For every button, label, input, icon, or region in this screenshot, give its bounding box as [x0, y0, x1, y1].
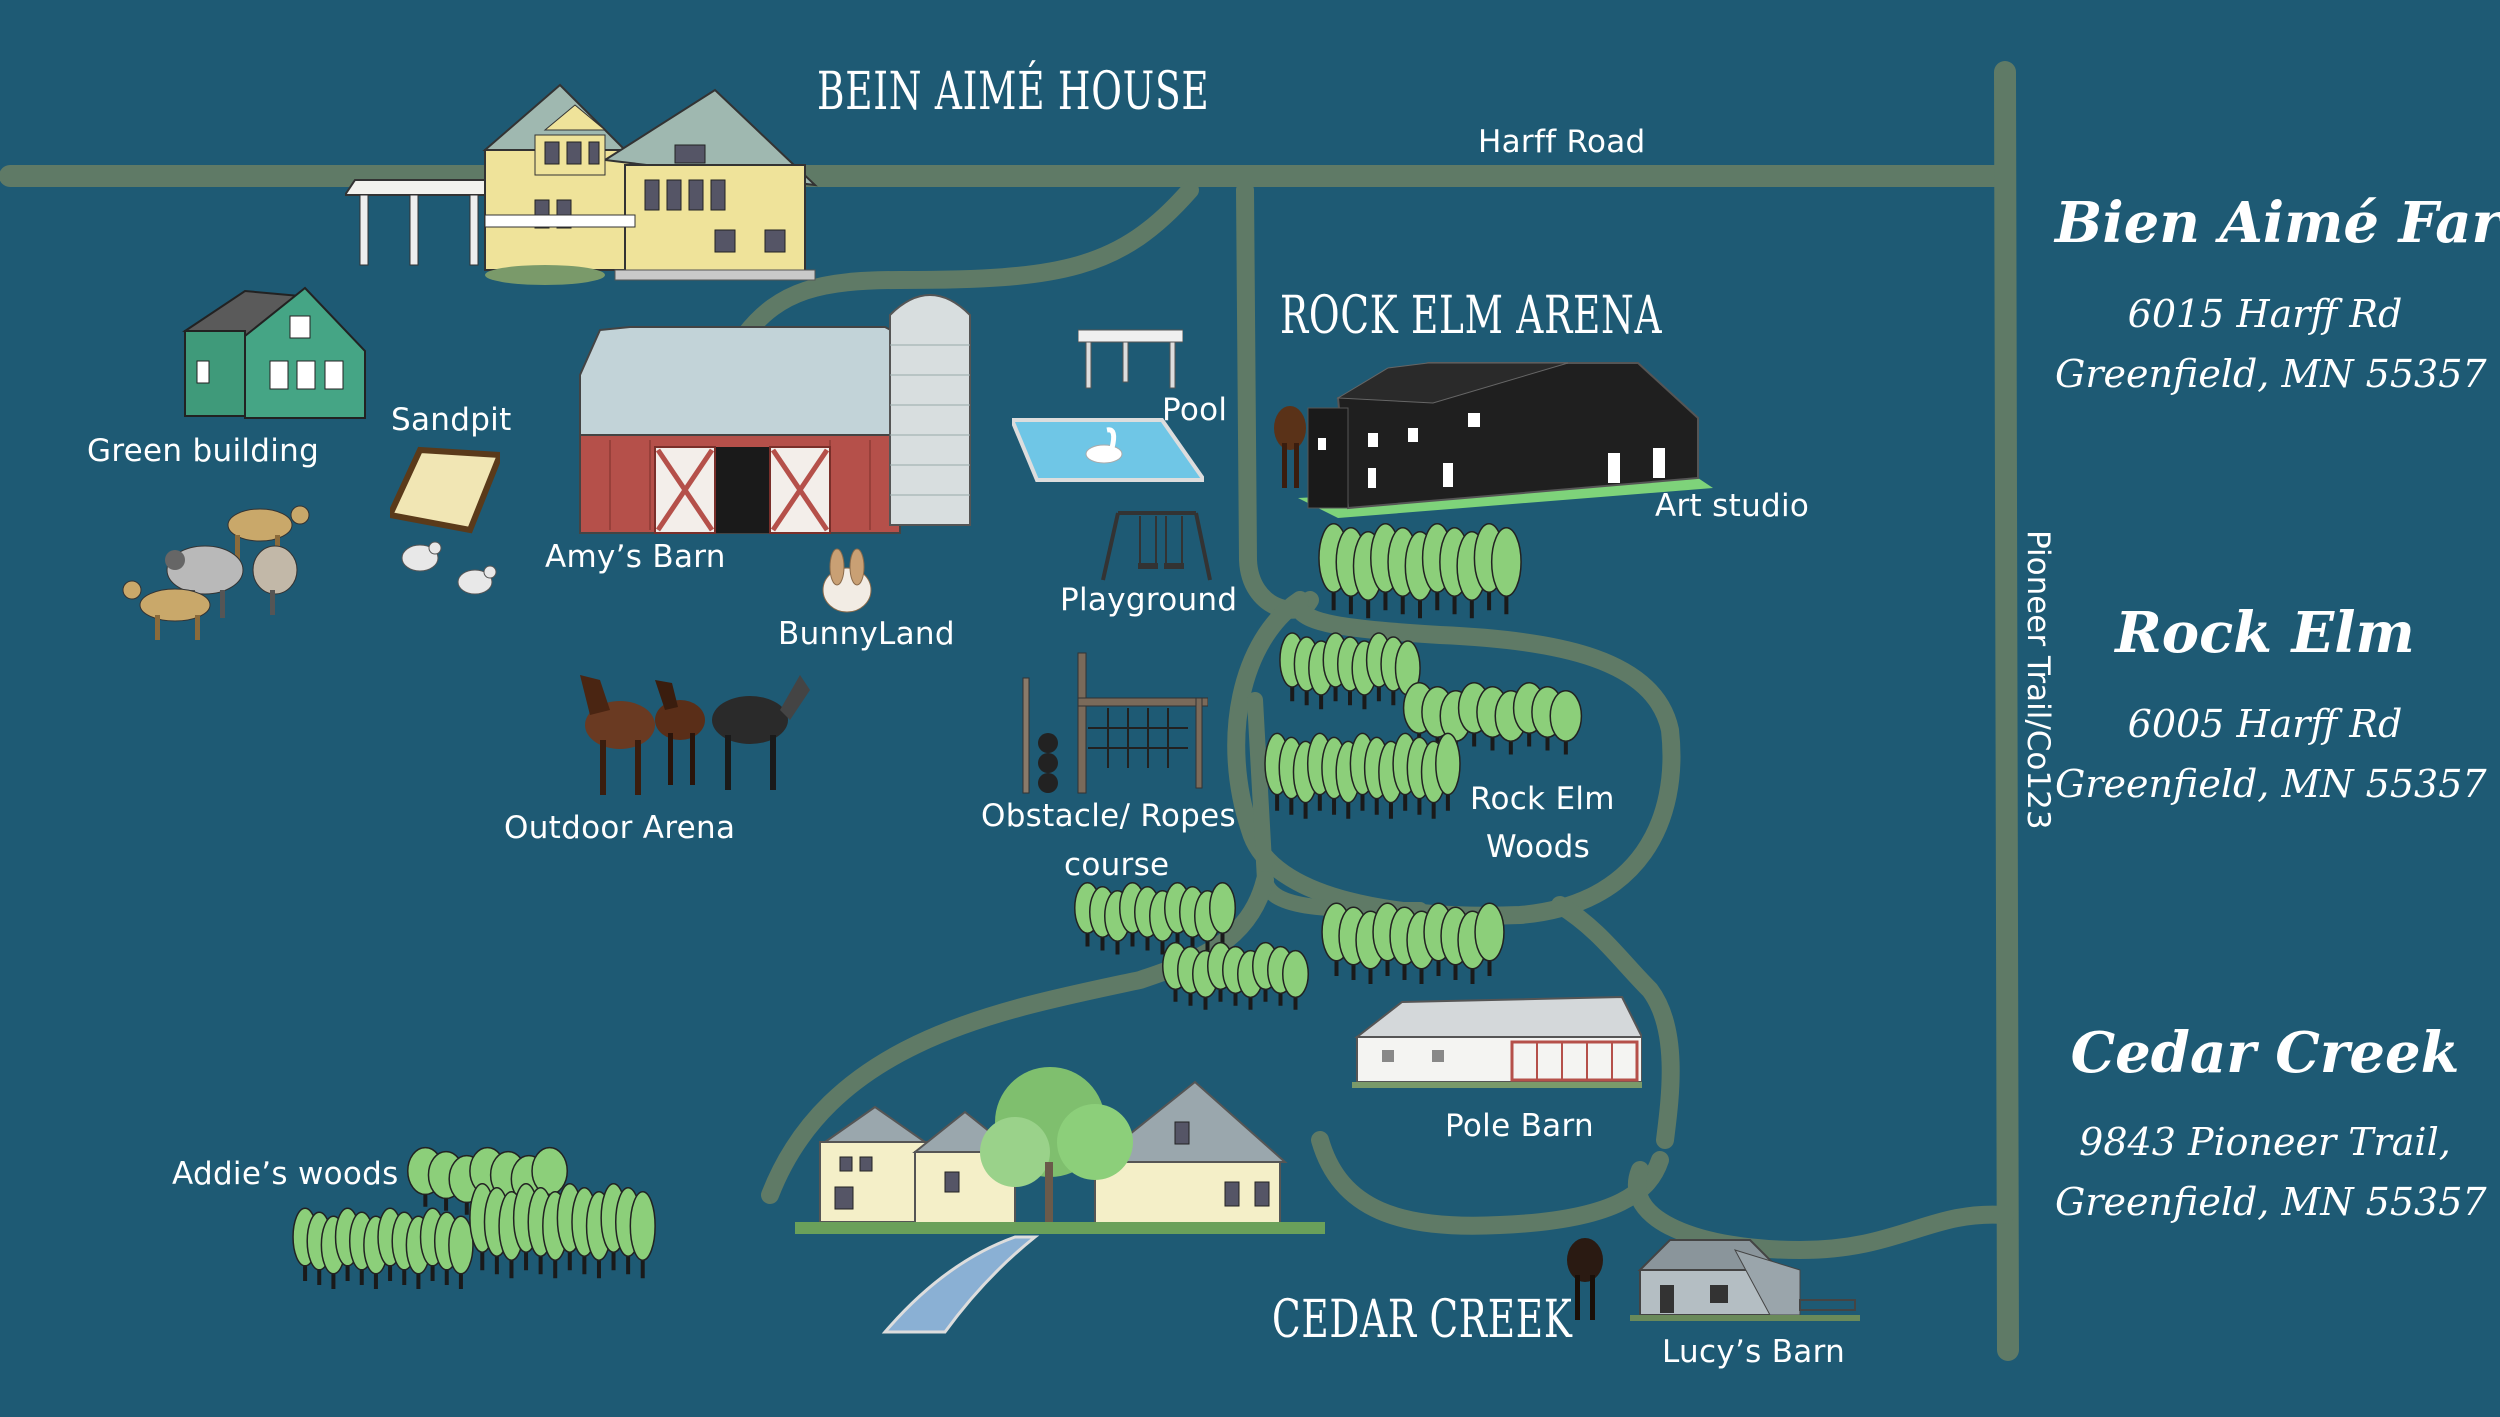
obstacle-course-icon [1022, 652, 1208, 794]
red-barn-icon [579, 294, 971, 534]
location-address-line2: Greenfield, MN 55357 [2055, 1180, 2487, 1224]
addies-woods-label: Addie’s woods [172, 1156, 399, 1192]
horse-icon [1567, 1238, 1603, 1320]
location-name: Bien Aimé Farm [2055, 190, 2500, 256]
outdoor-arena-label: Outdoor Arena [504, 810, 736, 846]
location-address-line2: Greenfield, MN 55357 [2055, 762, 2487, 806]
harff-road-label: Harff Road [1478, 124, 1646, 160]
lucys-connector [1628, 1161, 2014, 1259]
goats-sheep-icon [122, 505, 310, 640]
farmhouse-icon [345, 83, 818, 285]
tree-grove-icon [1402, 682, 1583, 755]
location-address-line2: Greenfield, MN 55357 [2055, 352, 2487, 396]
driveway-to-barn [736, 181, 1199, 344]
tree-grove-icon [1264, 732, 1461, 819]
pergola-icon [1078, 329, 1183, 389]
location-address-line1: 9843 Pioneer Trail, [2079, 1120, 2451, 1164]
bunnyland-label: BunnyLand [778, 616, 955, 652]
pool-icon [1012, 418, 1204, 482]
bunny-icon [822, 548, 872, 613]
pioneer-trail-label: Pioneer Trail/Co123 [2020, 530, 2056, 830]
tree-grove-icon [1318, 523, 1522, 619]
cedar-creek-title: Cedar Creek [1272, 1290, 1573, 1350]
tree-grove-icon [1162, 941, 1309, 1010]
horse-icon [1274, 406, 1306, 488]
swing-set-icon [1101, 511, 1212, 581]
playground-label: Playground [1060, 582, 1238, 618]
tree-grove-icon [1279, 632, 1421, 710]
location-address-line1: 6015 Harff Rd [2127, 292, 2403, 336]
pole-barn-icon [1352, 995, 1642, 1088]
sandpit-label: Sandpit [391, 402, 512, 438]
art-studio-label: Art studio [1655, 488, 1810, 524]
location-name: Cedar Creek [2070, 1020, 2460, 1086]
amys-barn-label: Amy’s Barn [545, 539, 726, 575]
tree-grove-icon [469, 1183, 656, 1279]
chickens-icon [401, 541, 497, 595]
bein-aime-house-title: Bein Aimé House [817, 62, 1210, 122]
arena-building-icon [1274, 362, 1713, 518]
sandpit-icon [390, 446, 500, 534]
tree-grove-icon [1074, 882, 1236, 955]
lucys-barn-label: Lucy’s Barn [1662, 1334, 1846, 1370]
obstacle-course-label-line1: Obstacle/ Ropes [981, 798, 1236, 834]
obstacle-course-label-line2: course [1064, 847, 1170, 883]
east-loop [1551, 896, 1680, 1149]
tree-grove-icon [292, 1207, 474, 1289]
lucys-barn-icon [1567, 1238, 1860, 1321]
green-building-label: Green building [87, 433, 320, 469]
location-name: Rock Elm [2115, 600, 2415, 666]
horses-icon [580, 675, 810, 795]
rock-elm-woods-label-line2: Woods [1486, 829, 1591, 865]
tree-grove-icon [1321, 902, 1505, 984]
pool-label: Pool [1162, 392, 1228, 428]
swan-float-icon [1085, 427, 1123, 464]
green-building-icon [182, 286, 366, 419]
woods-loop [1227, 591, 1681, 925]
cedar-creek-house-icon [795, 1067, 1325, 1334]
location-address-line1: 6005 Harff Rd [2127, 702, 2403, 746]
path-west-curve [761, 871, 1274, 1204]
pole-barn-label: Pole Barn [1445, 1108, 1594, 1144]
rock-elm-arena-title: Rock Elm Arena [1280, 286, 1663, 346]
silo-icon [889, 294, 971, 526]
rock-elm-woods-label-line1: Rock Elm [1470, 781, 1615, 817]
pioneer-trail-road [1994, 61, 2019, 1361]
